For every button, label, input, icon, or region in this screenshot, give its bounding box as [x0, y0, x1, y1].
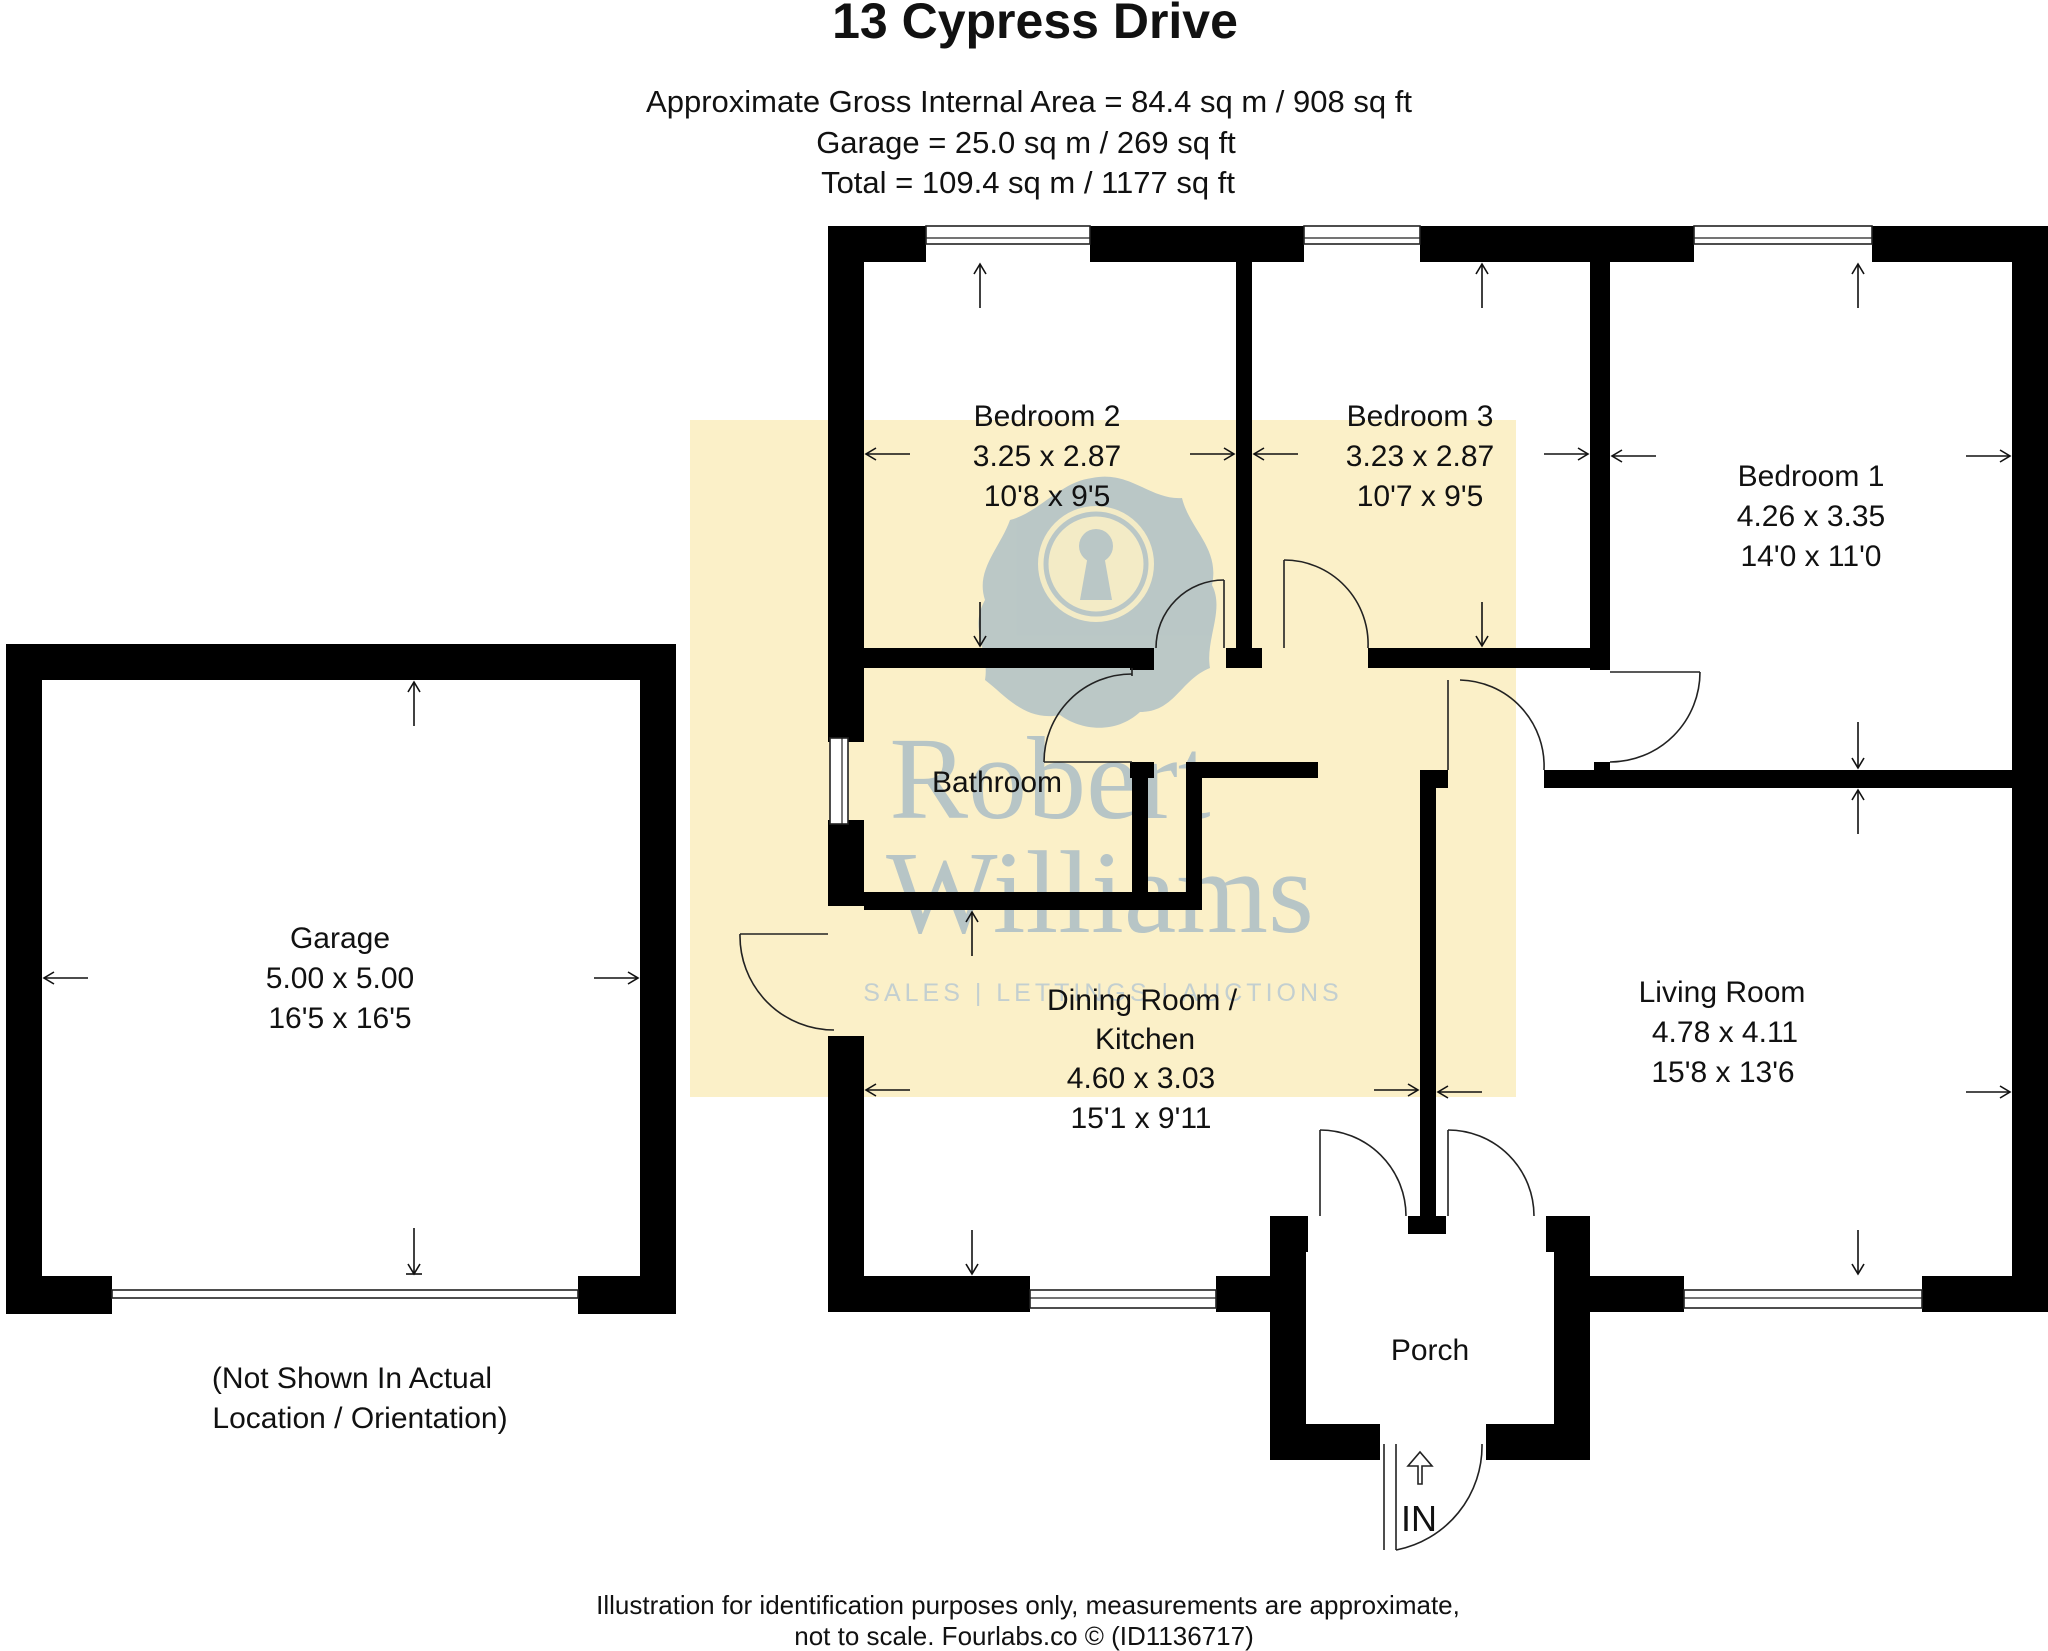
window-bedroom3: [1303, 225, 1421, 245]
dining-imperial: 15'1 x 9'11: [1070, 1102, 1211, 1135]
bathroom-name: Bathroom: [932, 766, 1062, 799]
garage-note-line2: Location / Orientation): [212, 1402, 507, 1435]
garage-door: [111, 1289, 579, 1299]
window-dining: [1029, 1289, 1217, 1309]
bedroom1-metric: 4.26 x 3.35: [1737, 500, 1885, 533]
area-line-3: Total = 109.4 sq m / 1177 sq ft: [821, 165, 1235, 200]
entrance-arrow-icon: [1406, 1450, 1434, 1485]
bedroom2-name: Bedroom 2: [974, 400, 1121, 433]
footer-line2: not to scale. Fourlabs.co © (ID1136717): [794, 1621, 1253, 1651]
bedroom3-metric: 3.23 x 2.87: [1346, 440, 1494, 473]
door-swings: [739, 559, 1701, 1551]
watermark-brand-line1: Robert: [889, 713, 1210, 844]
living-imperial: 15'8 x 13'6: [1651, 1056, 1794, 1089]
window-bedroom1: [1693, 225, 1873, 245]
walls: [6, 226, 2048, 1460]
footer-line1: Illustration for identification purposes…: [596, 1590, 1460, 1620]
windows: [111, 225, 1923, 1309]
bedroom2-imperial: 10'8 x 9'5: [984, 480, 1111, 513]
bedroom3-name: Bedroom 3: [1347, 400, 1494, 433]
garage-note-line1: (Not Shown In Actual: [212, 1362, 492, 1395]
dining-name-line1: Dining Room /: [1047, 984, 1238, 1017]
window-bathroom: [829, 737, 849, 825]
dimension-arrows: [42, 262, 2012, 1276]
bedroom2-metric: 3.25 x 2.87: [973, 440, 1121, 473]
page-title: 13 Cypress Drive: [832, 0, 1238, 49]
window-bedroom2: [925, 225, 1091, 245]
living-metric: 4.78 x 4.11: [1652, 1016, 1798, 1049]
porch-name: Porch: [1391, 1334, 1469, 1367]
area-line-2: Garage = 25.0 sq m / 269 sq ft: [816, 125, 1236, 160]
entrance-label: IN: [1401, 1498, 1437, 1539]
living-name: Living Room: [1639, 976, 1806, 1009]
dining-metric: 4.60 x 3.03: [1067, 1062, 1215, 1095]
bedroom1-name: Bedroom 1: [1738, 460, 1885, 493]
bedroom3-imperial: 10'7 x 9'5: [1357, 480, 1484, 513]
window-living: [1683, 1289, 1923, 1309]
dining-name-line2: Kitchen: [1095, 1023, 1195, 1056]
bedroom1-imperial: 14'0 x 11'0: [1740, 540, 1881, 573]
watermark-tagline: SALES | LETTINGS | AUCTIONS: [863, 979, 1342, 1007]
garage-name: Garage: [290, 922, 390, 955]
area-line-1: Approximate Gross Internal Area = 84.4 s…: [646, 84, 1412, 119]
garage-metric: 5.00 x 5.00: [266, 962, 414, 995]
garage-imperial: 16'5 x 16'5: [268, 1002, 411, 1035]
